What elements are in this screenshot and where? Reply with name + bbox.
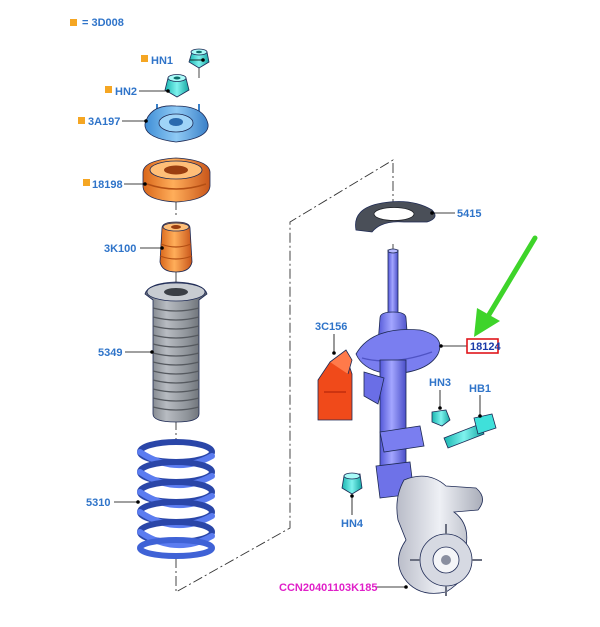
- svg-text:= 3D008: = 3D008: [82, 17, 124, 29]
- hn3-nut: [431, 409, 451, 427]
- square-marker-icon: [78, 117, 85, 124]
- hn4-nut: [341, 472, 363, 495]
- 5349-dust-boot: [144, 281, 208, 423]
- label-18198: 18198: [92, 179, 123, 191]
- label-3k100: 3K100: [104, 243, 136, 255]
- label-5310: 5310: [86, 497, 110, 509]
- label-hn3: HN3: [429, 377, 451, 389]
- marker-icons: [78, 55, 148, 186]
- green-arrow-icon: [474, 235, 538, 337]
- label-3c156: 3C156: [315, 321, 347, 333]
- legend-code: 3D008: [91, 17, 123, 29]
- square-marker-icon: [83, 179, 90, 186]
- square-marker-icon: [141, 55, 148, 62]
- 3k100-bump-stop: [159, 221, 193, 273]
- 5415-spring-insulator: [355, 201, 436, 233]
- square-marker-icon: [70, 19, 77, 26]
- legend: = 3D008: [70, 17, 124, 29]
- 3a197-top-mount: [144, 104, 209, 143]
- label-5415: 5415: [457, 208, 481, 220]
- square-marker-icon: [105, 86, 112, 93]
- leader-lines: [114, 58, 482, 589]
- label-5349: 5349: [98, 347, 122, 359]
- steering-knuckle: [396, 475, 483, 596]
- label-knuckle: CCN20401103K185: [279, 582, 377, 594]
- 18198-spring-seat: [142, 157, 211, 203]
- assembly-guide-lines: [175, 68, 394, 593]
- label-3a197: 3A197: [88, 116, 120, 128]
- hb1-bolt: [443, 413, 497, 449]
- highlight-box: [466, 338, 499, 354]
- label-hn1: HN1: [151, 55, 173, 67]
- label-hn2: HN2: [115, 86, 137, 98]
- callout-labels: HN1 HN2 3A197 18198 3K100 5349 5310 5415…: [86, 55, 501, 594]
- hn2-nut: [164, 74, 190, 98]
- 3c156-bracket: [317, 349, 353, 421]
- label-18124: 18124: [470, 341, 501, 353]
- 5310-coil-spring: [137, 439, 215, 559]
- label-hn4: HN4: [341, 518, 364, 530]
- label-hb1: HB1: [469, 383, 491, 395]
- hn1-nut: [188, 48, 210, 69]
- 18124-strut-assembly: [355, 248, 441, 499]
